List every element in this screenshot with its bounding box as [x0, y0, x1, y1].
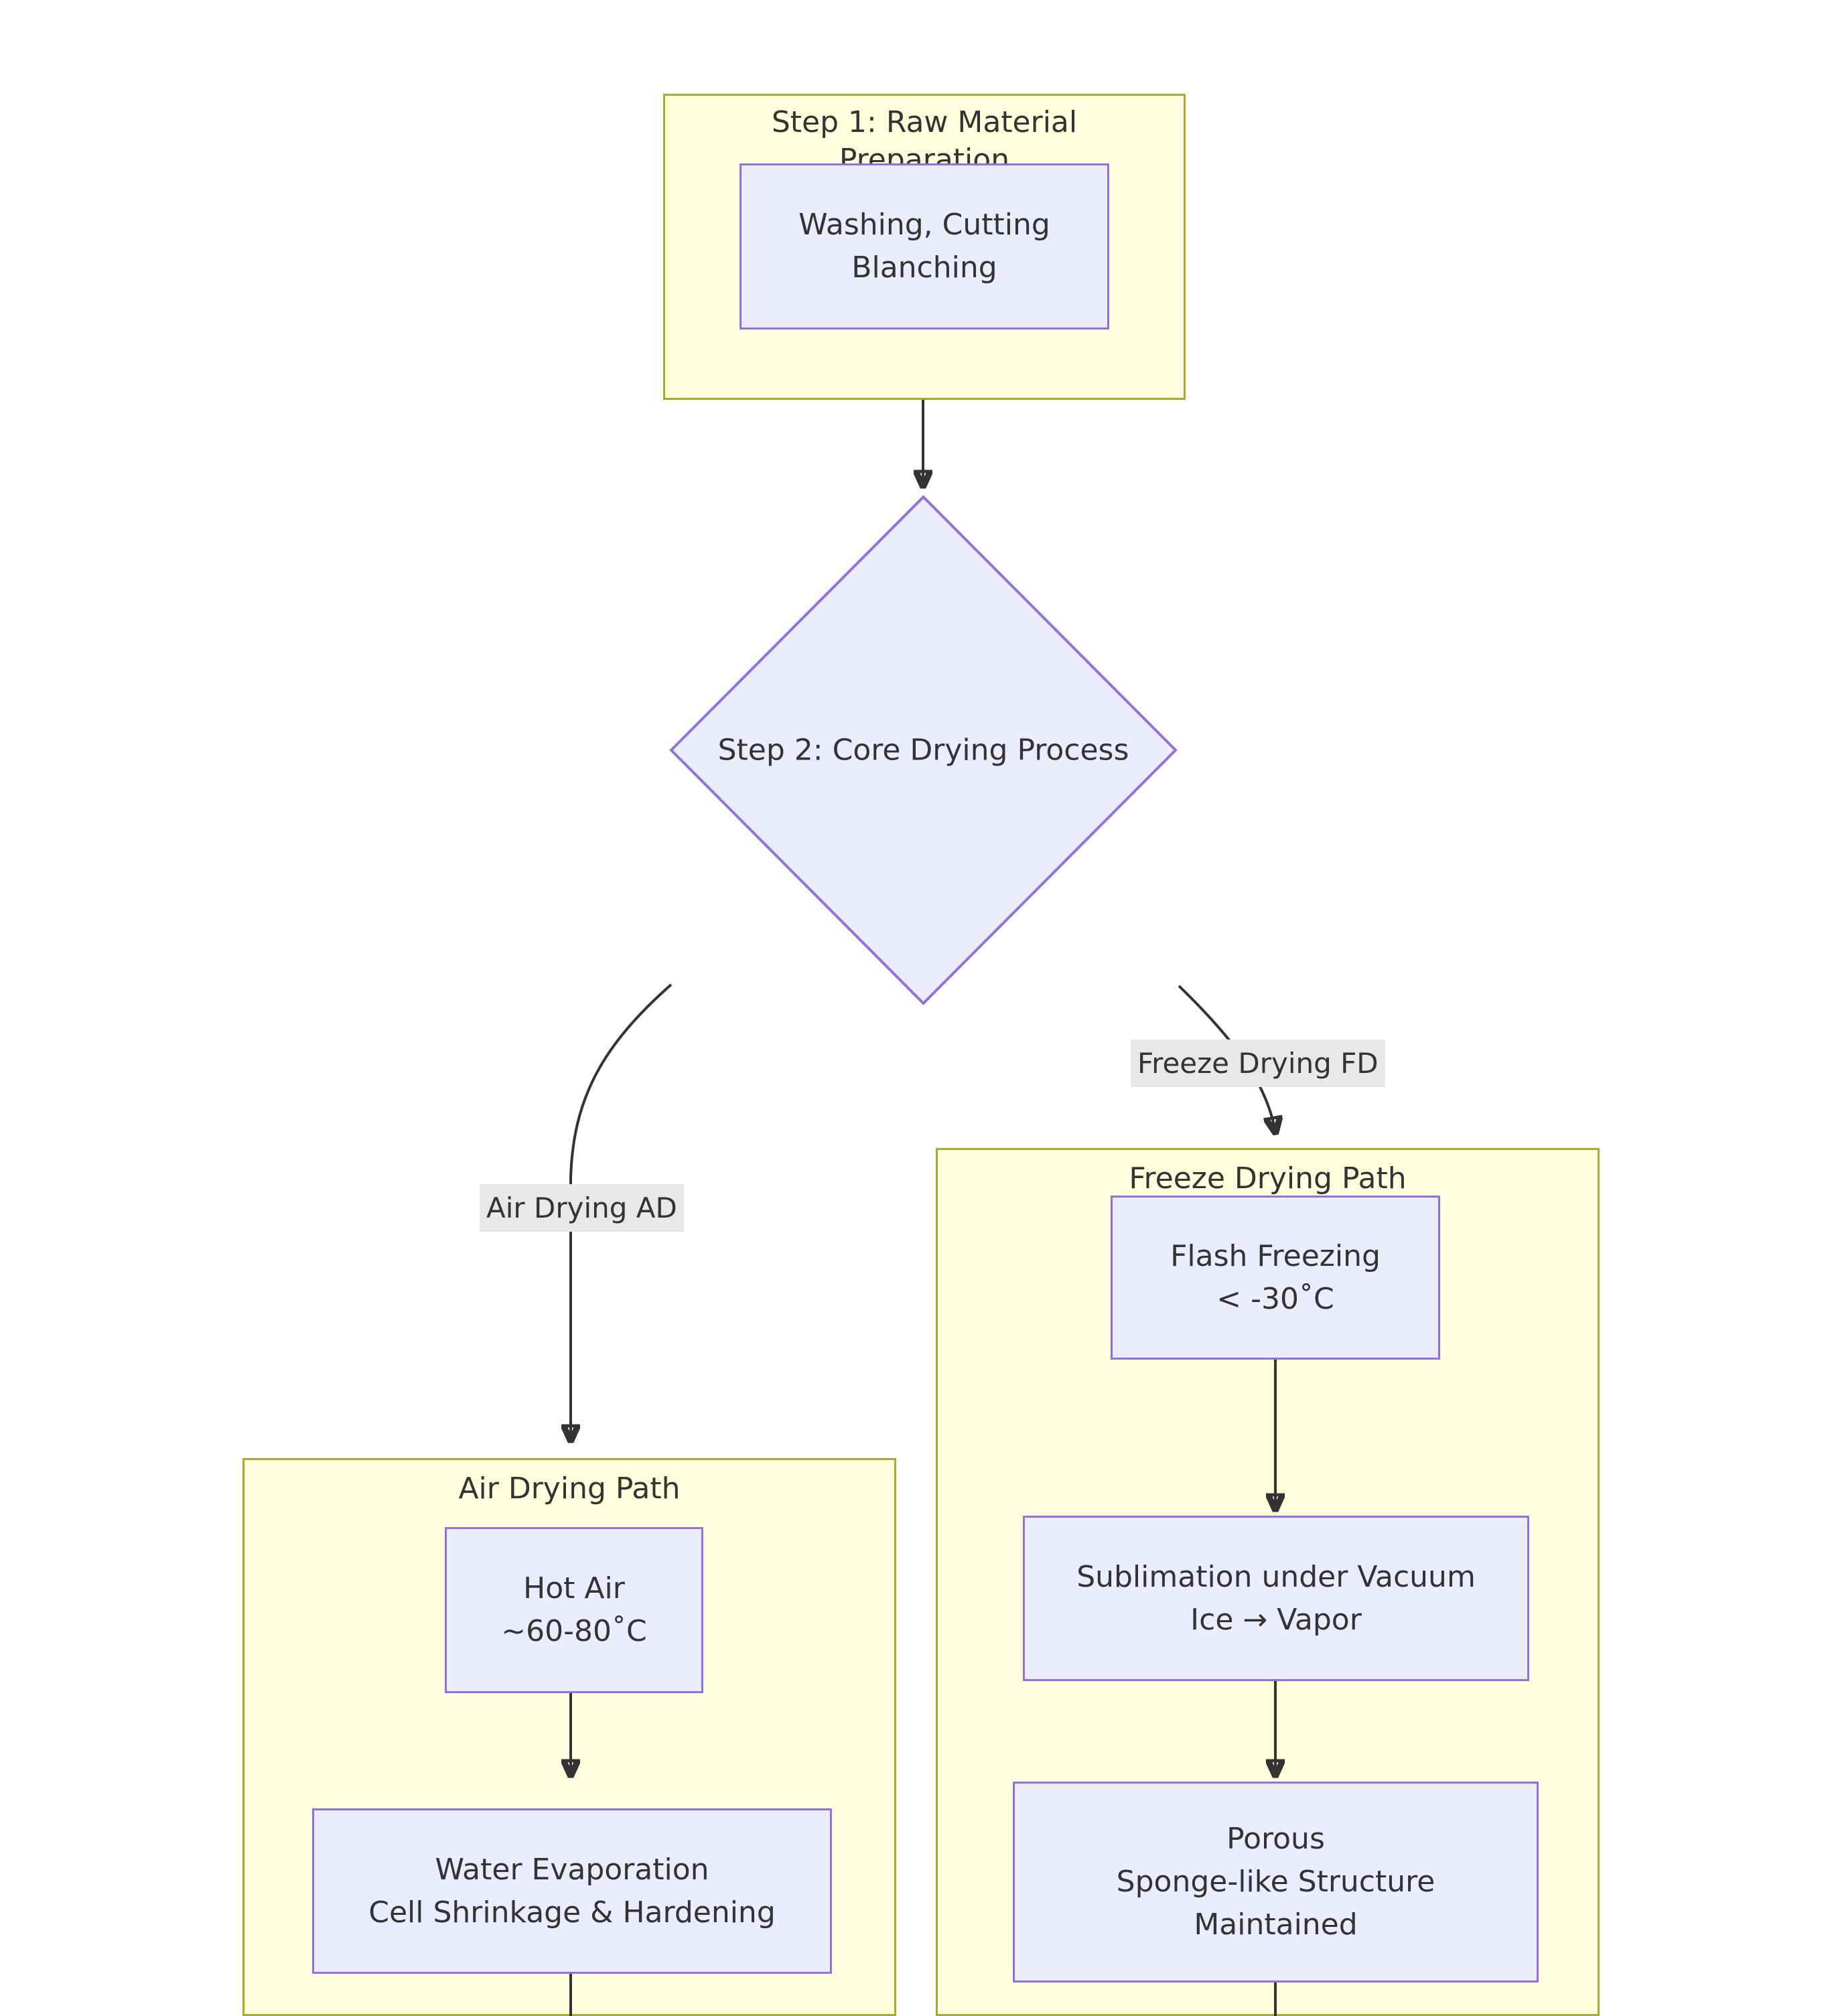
cluster-air-drying-path-title: Air Drying Path — [458, 1471, 681, 1506]
node-porous-line-2: Sponge-like Structure — [1116, 1865, 1435, 1899]
node-sublimation: Sublimation under Vacuum Ice → Vapor — [1023, 1516, 1529, 1681]
node-core-drying-label: Step 2: Core Drying Process — [717, 733, 1129, 768]
node-prep-line-1: Washing, Cutting — [798, 208, 1050, 242]
edge-label-air-drying: Air Drying AD — [480, 1184, 684, 1232]
diamond-shape — [669, 495, 1178, 1005]
node-porous-line-3: Maintained — [1194, 1907, 1358, 1942]
node-sublimation-line-2: Ice → Vapor — [1190, 1602, 1362, 1637]
node-hot-air: Hot Air ~60-80˚C — [445, 1527, 703, 1693]
node-prep-line-2: Blanching — [851, 250, 997, 285]
node-hot-air-line-2: ~60-80˚C — [501, 1614, 647, 1648]
node-core-drying: Step 2: Core Drying Process — [669, 495, 1178, 1005]
node-water-evaporation-line-1: Water Evaporation — [435, 1852, 709, 1887]
node-flash-freezing: Flash Freezing < -30˚C — [1111, 1196, 1440, 1360]
edge-label-freeze-drying: Freeze Drying FD — [1131, 1039, 1385, 1087]
node-sublimation-line-1: Sublimation under Vacuum — [1076, 1559, 1476, 1594]
edge-core-drying-to-air-drying-path — [571, 983, 673, 1440]
node-porous: Porous Sponge-like Structure Maintained — [1013, 1782, 1539, 1983]
node-porous-line-1: Porous — [1226, 1822, 1325, 1857]
node-water-evaporation-line-2: Cell Shrinkage & Hardening — [368, 1895, 776, 1930]
node-prep: Washing, Cutting Blanching — [740, 163, 1109, 330]
node-flash-freezing-line-1: Flash Freezing — [1170, 1238, 1381, 1273]
node-flash-freezing-line-2: < -30˚C — [1216, 1281, 1334, 1316]
node-hot-air-line-1: Hot Air — [523, 1571, 625, 1606]
node-water-evaporation: Water Evaporation Cell Shrinkage & Harde… — [312, 1808, 832, 1974]
cluster-freeze-drying-path-title: Freeze Drying Path — [1129, 1161, 1407, 1196]
